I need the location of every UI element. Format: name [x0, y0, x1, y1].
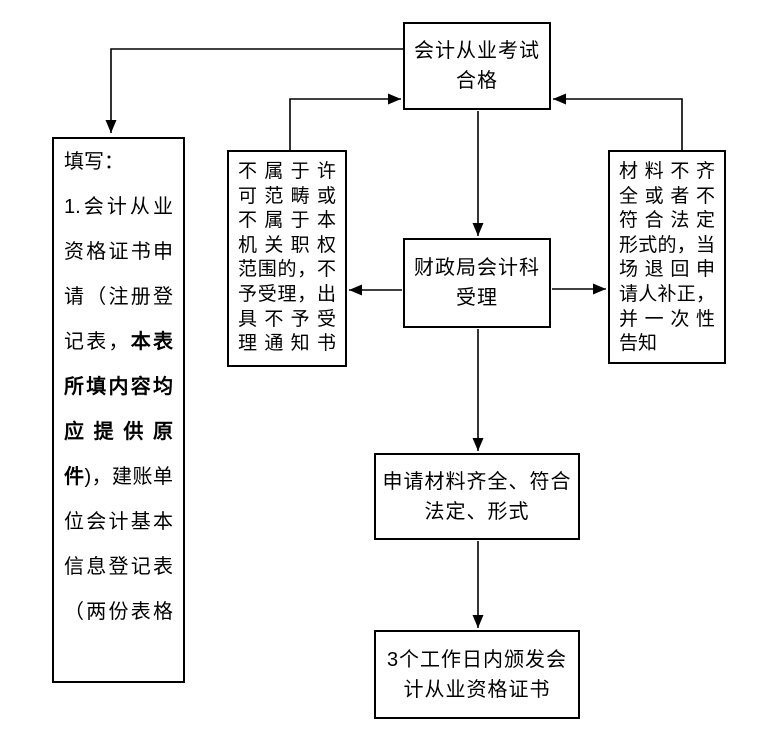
text-line: 记表，本表: [64, 320, 173, 365]
text-segment: 位会计基本: [64, 511, 173, 533]
text-line: 材料不齐: [619, 161, 715, 182]
text-line: 范围的，不: [238, 259, 336, 281]
text-line: 理通知书: [238, 333, 336, 355]
arrow-exam-to-fill-forms: [105, 48, 403, 133]
text-line: 1.会计从业: [64, 185, 173, 230]
text-segment: 请（注册登: [64, 286, 173, 308]
box-fill-forms: 填写： 1.会计从业资格证书申请（注册登记表，本表所填内容均应提供原件)，建账单位…: [52, 137, 185, 683]
text-segment: 填写：: [64, 151, 124, 173]
text-line: 不属于许: [238, 161, 336, 182]
text-line: 可范畴或: [238, 185, 336, 207]
text-line: 符合法定: [619, 210, 715, 232]
text-segment: 记表，: [64, 331, 131, 353]
text-line: 请（注册登: [64, 275, 173, 320]
text-segment: （两份表格: [64, 601, 173, 623]
text-line: 不属于本: [238, 210, 336, 232]
text-line: 具不予受: [238, 308, 336, 330]
text-line: 申请材料齐全、符合: [382, 470, 572, 493]
bold-text-segment: 件: [64, 466, 85, 488]
bold-text-segment: 本表: [130, 331, 173, 353]
text-line: 法定、形式: [424, 500, 530, 523]
text-line: 位会计基本: [64, 500, 173, 545]
text-line: 请人补正，: [619, 283, 715, 305]
box-exam-passed: 会计从业考试合格: [403, 22, 551, 110]
text-line: 资格证书申: [64, 230, 173, 275]
text-line: 告知: [619, 333, 658, 355]
text-line: 信息登记表: [64, 545, 173, 590]
text-segment: 信息登记表: [64, 556, 173, 578]
text-line: 件)，建账单: [64, 455, 173, 500]
bold-text-segment: 应提供原: [64, 421, 173, 443]
text-line: 会计从业考试: [414, 40, 540, 62]
text-segment: 1.会计从业: [64, 196, 173, 218]
text-line: （两份表格: [64, 590, 173, 635]
box-finance-bureau-acceptance: 财政局会计科受理: [403, 238, 551, 328]
text-line: 填写：: [64, 140, 173, 185]
text-line: 并一次性: [619, 308, 715, 330]
text-line: 全或者不: [619, 185, 715, 207]
text-line: 形式的，当: [619, 234, 715, 256]
text-line: 3个工作日内颁发会: [386, 648, 568, 671]
box-materials-incomplete: 材料不齐全或者不符合法定形式的，当场退回申请人补正， 并一次性告知: [608, 150, 726, 364]
text-line: 计从业资格证书: [403, 678, 551, 701]
text-line: 应提供原: [64, 410, 173, 455]
bold-text-segment: 所填内容均: [64, 376, 173, 398]
text-line: 合格: [456, 70, 498, 92]
arrow-incomplete-to-exam: [553, 93, 683, 150]
text-line: 予受理，出: [238, 283, 336, 305]
text-line: 机关职权: [238, 234, 336, 256]
text-line: 受理: [456, 287, 498, 309]
text-line: 场退回申: [619, 259, 715, 281]
text-segment: )，建账单: [84, 466, 173, 488]
text-line: 财政局会计科: [414, 257, 540, 279]
box-not-in-scope-rejection: 不属于许可范畴或不属于本机关职权范围的，不予受理，出具不予受理通知书: [227, 150, 347, 367]
text-segment: 资格证书申: [64, 241, 173, 263]
text-line: 所填内容均: [64, 365, 173, 410]
box-issue-certificate: 3个工作日内颁发会计从业资格证书: [374, 630, 580, 719]
arrow-notscope-to-exam: [289, 93, 401, 150]
box-materials-complete: 申请材料齐全、符合法定、形式: [374, 453, 580, 540]
